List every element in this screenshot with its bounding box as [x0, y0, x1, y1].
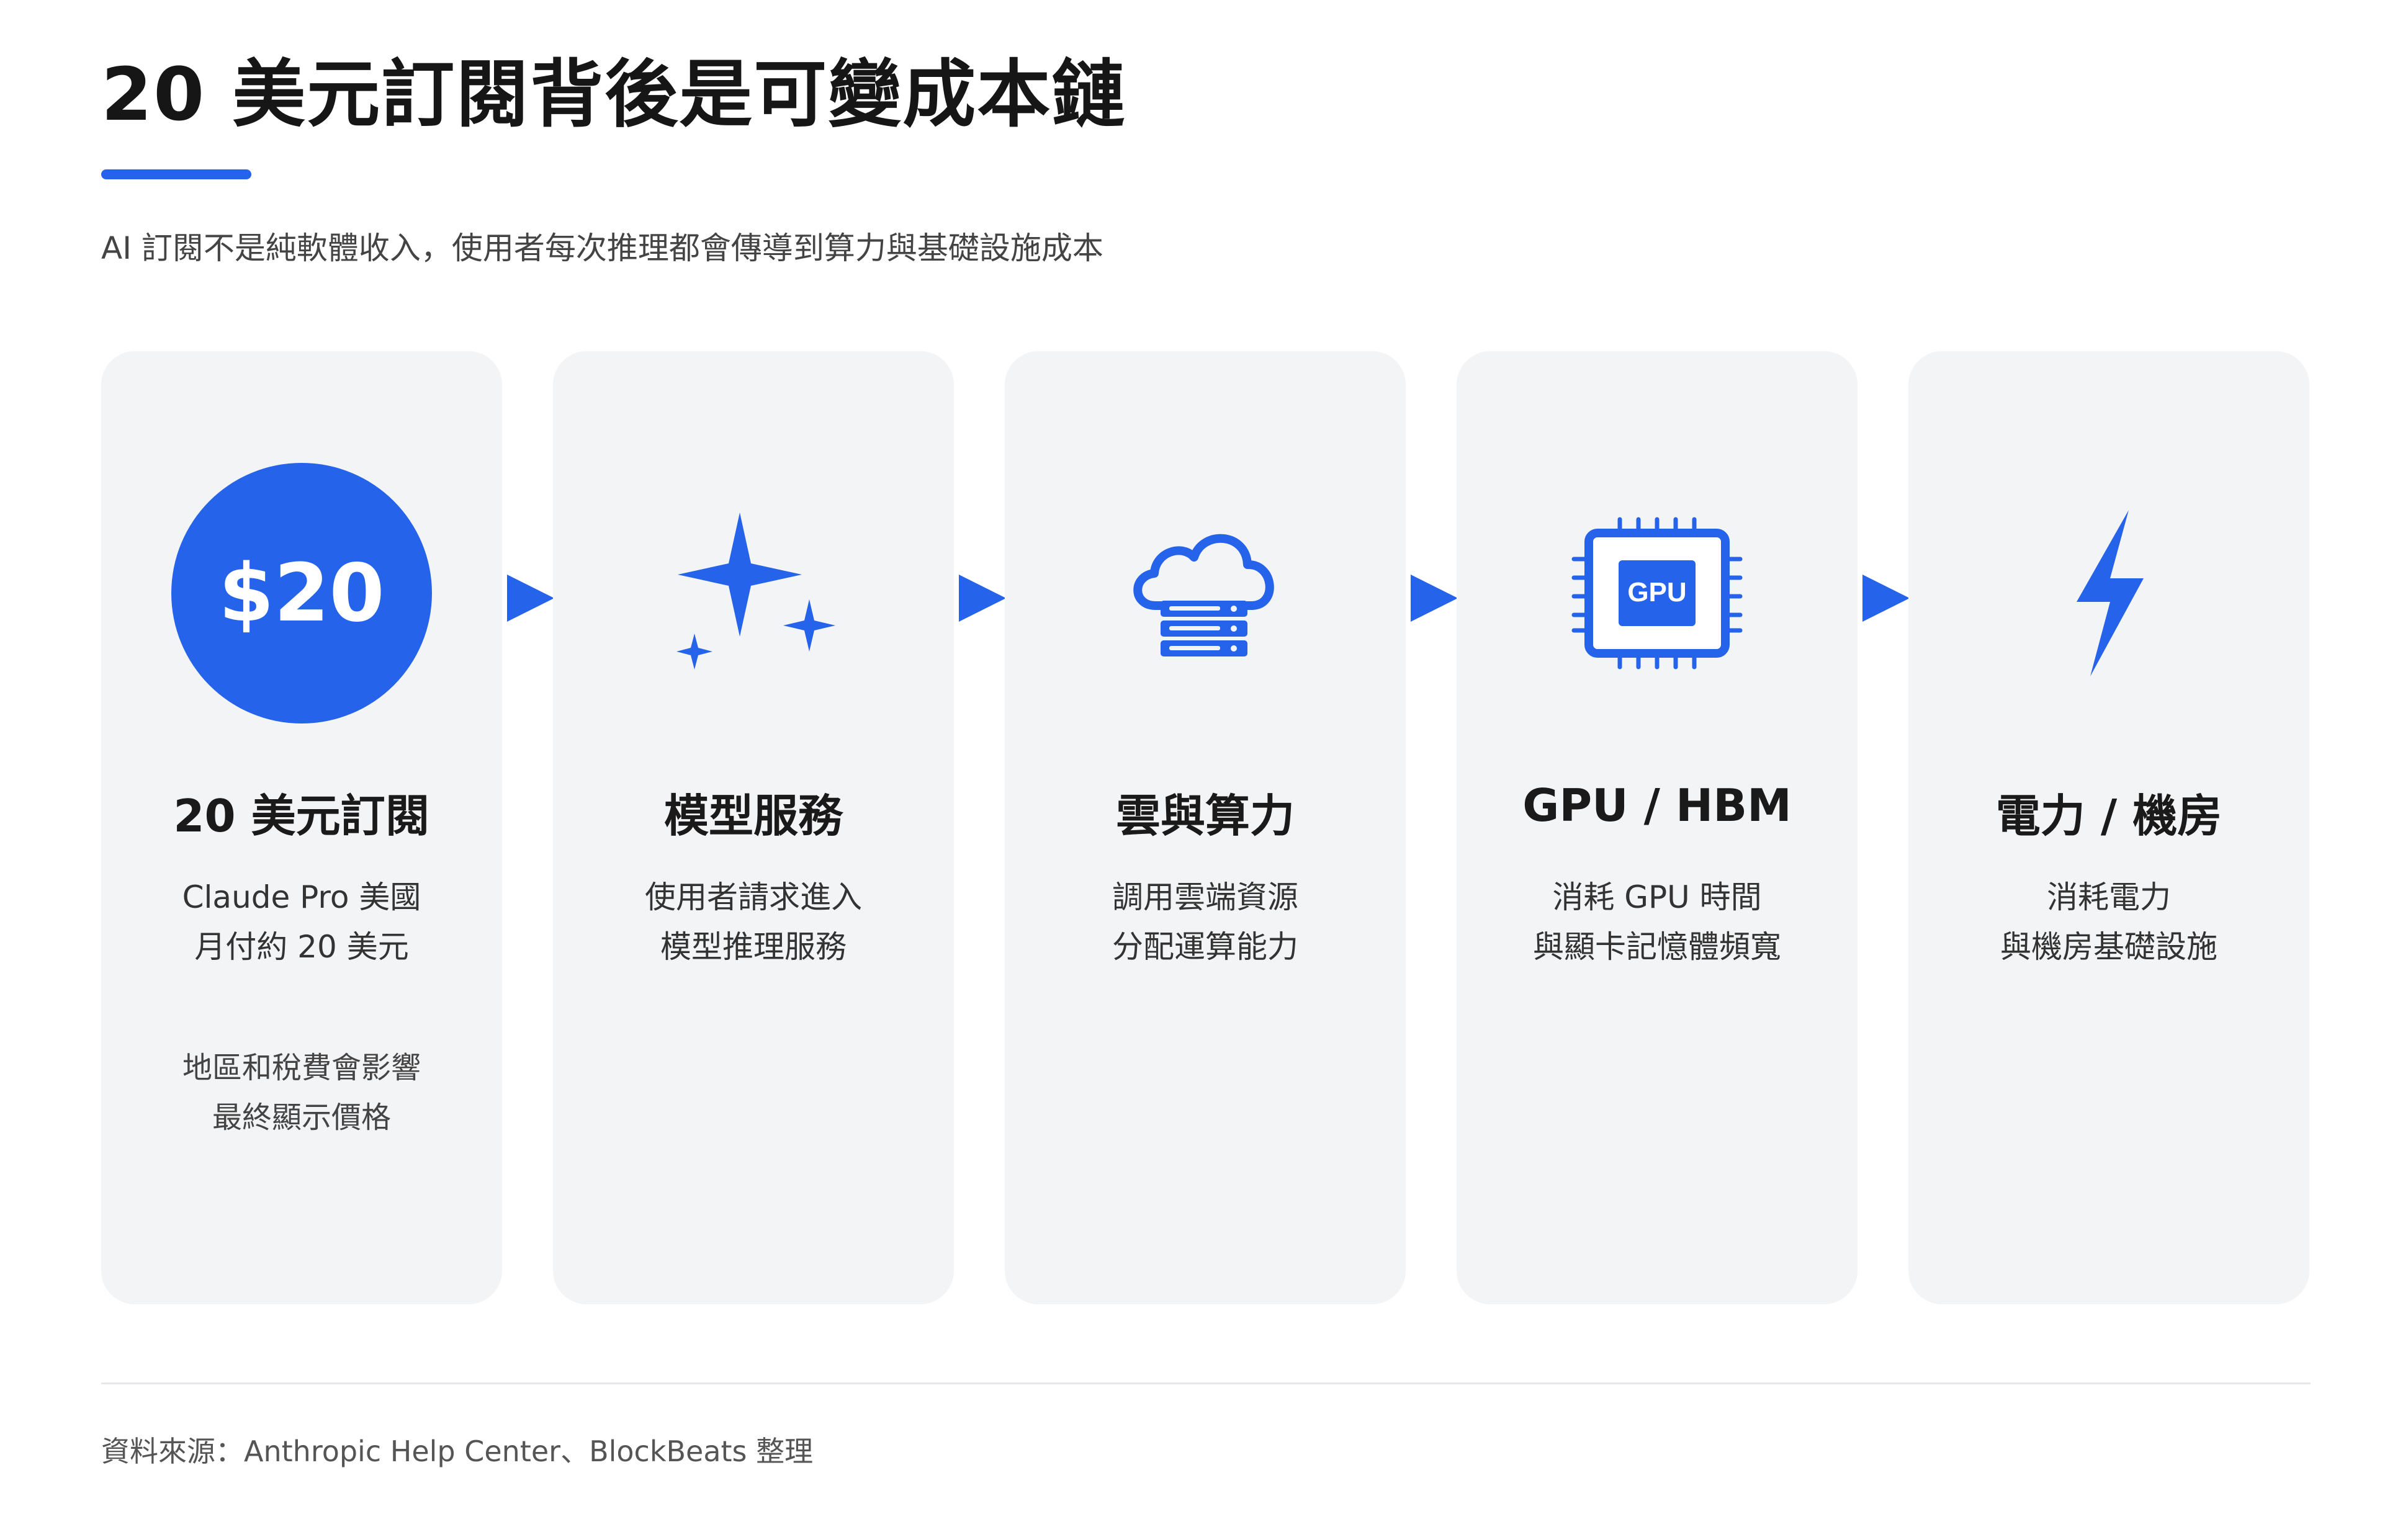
source-note: 資料來源：Anthropic Help Center、BlockBeats 整理 [101, 1435, 814, 1468]
card-description-line: Claude Pro 美國 [182, 879, 421, 915]
card-description-line: 使用者請求進入 [645, 879, 862, 915]
cloud-server-icon [1133, 534, 1274, 656]
card-description: 消耗電力 與機房基礎設施 [1908, 872, 2309, 972]
gpu-chip-label: GPU [1627, 577, 1686, 607]
card-title: 雲與算力 [1115, 790, 1295, 842]
title-underline [101, 169, 251, 179]
lightning-bolt-icon [2077, 510, 2144, 676]
card-note-line: 地區和稅費會影響 [182, 1050, 421, 1085]
card-note: 地區和稅費會影響 最終顯示價格 [101, 1043, 502, 1142]
footer-divider [101, 1382, 2311, 1384]
arrow-right-icon [1411, 575, 1458, 622]
card-description: Claude Pro 美國 月付約 20 美元 [101, 872, 502, 972]
card-title: GPU / HBM [1522, 779, 1792, 831]
arrow-right-icon [507, 575, 554, 622]
dollar-circle-icon: $20 [171, 463, 432, 723]
card-description-line: 調用雲端資源 [1112, 879, 1298, 915]
card-icon-wrap: GPU [1457, 463, 1858, 723]
card-title: 模型服務 [663, 790, 843, 842]
card-description-line: 模型推理服務 [660, 929, 847, 965]
arrow-right-icon [959, 575, 1006, 622]
gpu-chip-icon: GPU [1571, 517, 1743, 670]
card-note-line: 最終顯示價格 [212, 1100, 391, 1135]
card-description-line: 與機房基礎設施 [2000, 929, 2217, 965]
card-description: 調用雲端資源 分配運算能力 [1005, 872, 1406, 972]
page-subtitle: AI 訂閱不是純軟體收入，使用者每次推理都會傳導到算力與基礎設施成本 [101, 230, 1103, 266]
card-description-line: 月付約 20 美元 [194, 929, 409, 965]
card-description: 使用者請求進入 模型推理服務 [553, 872, 954, 972]
card-icon-wrap: $20 [101, 463, 502, 723]
cost-chain: $20 20 美元訂閱 Claude Pro 美國 月付約 20 美元 地區和稅… [101, 351, 2311, 1304]
price-label: $20 [218, 547, 385, 640]
card-subscription: $20 20 美元訂閱 Claude Pro 美國 月付約 20 美元 地區和稅… [101, 351, 502, 1304]
page-title: 20 美元訂閱背後是可變成本鏈 [101, 52, 1126, 137]
arrow-right-icon [1862, 575, 1910, 622]
card-model-service: 模型服務 使用者請求進入 模型推理服務 [553, 351, 954, 1304]
card-title: 電力 / 機房 [1995, 790, 2222, 842]
card-gpu-hbm: GPU GPU / HBM 消耗 GPU 時間 與顯卡記憶體頻寬 [1457, 351, 1858, 1304]
card-description-line: 與顯卡記憶體頻寬 [1533, 929, 1781, 965]
card-icon-wrap [553, 463, 954, 723]
card-power-datacenter: 電力 / 機房 消耗電力 與機房基礎設施 [1908, 351, 2309, 1304]
card-icon-wrap [1908, 463, 2309, 723]
sparkles-icon [676, 513, 835, 670]
card-description-line: 分配運算能力 [1112, 929, 1298, 965]
card-description: 消耗 GPU 時間 與顯卡記憶體頻寬 [1457, 872, 1858, 972]
card-icon-wrap [1005, 463, 1406, 723]
card-description-line: 消耗電力 [2047, 879, 2171, 915]
card-cloud-compute: 雲與算力 調用雲端資源 分配運算能力 [1005, 351, 1406, 1304]
card-description-line: 消耗 GPU 時間 [1552, 879, 1762, 915]
card-title: 20 美元訂閱 [173, 790, 430, 842]
